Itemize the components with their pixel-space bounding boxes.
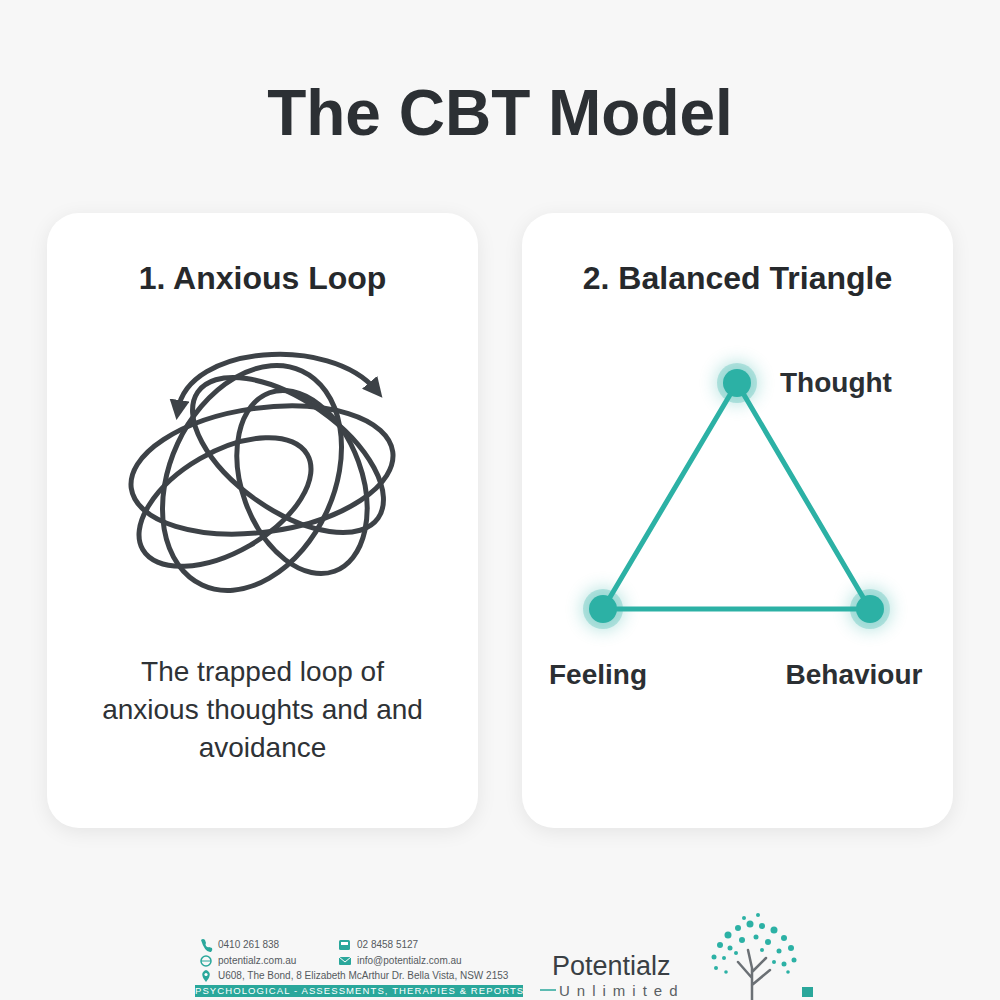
triangle-side bbox=[610, 395, 730, 597]
leaf-dot bbox=[724, 970, 728, 974]
leaf-dot bbox=[765, 939, 771, 945]
triangle-vertex: Thought bbox=[723, 369, 751, 397]
tree-logo bbox=[712, 913, 797, 1000]
contact-icons bbox=[201, 939, 351, 982]
postal-address: U608, The Bond, 8 Elizabeth McArthur Dr.… bbox=[218, 970, 508, 982]
leaf-dot bbox=[717, 942, 723, 948]
leaf-dot bbox=[777, 949, 782, 954]
leaf-dot bbox=[754, 935, 759, 940]
card-description: The trapped loop of anxious thoughts and… bbox=[95, 653, 430, 767]
vertex-label: Behaviour bbox=[786, 658, 923, 692]
phone-number: 0410 261 838 bbox=[218, 939, 279, 951]
vertex-label: Thought bbox=[780, 366, 892, 400]
diagram-title: The CBT Model bbox=[0, 78, 1000, 148]
phone-icon bbox=[201, 939, 212, 952]
mail-icon-flap bbox=[339, 957, 351, 962]
tree-trunk bbox=[738, 950, 770, 1000]
info-card: 2. Balanced TriangleThoughtFeelingBehavi… bbox=[522, 213, 953, 828]
location-pin-hole bbox=[204, 973, 207, 976]
leaf-dot bbox=[728, 946, 733, 951]
fax-icon bbox=[339, 940, 350, 950]
website: potentialz.com.au bbox=[218, 955, 296, 967]
info-card: 1. Anxious LoopThe trapped loop of anxio… bbox=[47, 213, 478, 828]
logo-square bbox=[802, 987, 813, 997]
leaf-dot bbox=[722, 956, 726, 960]
mail-icon bbox=[339, 957, 351, 965]
leaf-dot bbox=[782, 962, 787, 967]
brand-name: Potentialz bbox=[552, 950, 671, 982]
leaf-dot bbox=[742, 916, 746, 920]
triangle-side bbox=[617, 607, 856, 612]
loop-curve bbox=[213, 372, 391, 592]
loop-curve bbox=[128, 336, 376, 619]
triangle-vertex: Behaviour bbox=[856, 595, 884, 623]
leaf-dot bbox=[788, 945, 794, 951]
card-heading: 1. Anxious Loop bbox=[47, 258, 478, 298]
triangle-vertex: Feeling bbox=[589, 595, 617, 623]
leaf-dot bbox=[786, 970, 790, 974]
loop-arrow bbox=[178, 354, 376, 410]
vertex-label: Feeling bbox=[549, 658, 647, 692]
globe-icon-line bbox=[201, 961, 211, 962]
loop-curve bbox=[118, 411, 333, 593]
leaf-dot bbox=[714, 966, 718, 970]
triangle-side bbox=[744, 395, 863, 597]
leaf-dot bbox=[735, 925, 741, 931]
brand-subtitle: Unlimited bbox=[559, 982, 685, 1000]
leaf-dot bbox=[781, 935, 787, 941]
leaf-dot bbox=[747, 921, 754, 928]
loop-curve bbox=[166, 347, 409, 563]
tree-leaves bbox=[712, 913, 797, 974]
leaf-dot bbox=[739, 937, 745, 943]
leaf-dot bbox=[756, 913, 760, 917]
card-heading: 2. Balanced Triangle bbox=[522, 258, 953, 298]
tangled-loop-illustration bbox=[118, 336, 410, 619]
fax-number: 02 8458 5127 bbox=[357, 939, 418, 951]
leaf-dot bbox=[725, 932, 732, 939]
leaf-dot bbox=[772, 960, 776, 964]
globe-icon bbox=[201, 956, 211, 966]
leaf-dot bbox=[759, 923, 765, 929]
logo-rule bbox=[540, 989, 556, 991]
tagline: PSYCHOLOGICAL - ASSESSMENTS, THERAPIES &… bbox=[195, 985, 523, 997]
leaf-dot bbox=[734, 951, 738, 955]
leaf-dot bbox=[760, 948, 764, 952]
leaf-dot bbox=[792, 958, 797, 963]
leaf-dot bbox=[712, 955, 717, 960]
tagline-band bbox=[195, 985, 523, 997]
email-address: info@potentialz.com.au bbox=[357, 955, 462, 967]
location-pin-icon bbox=[202, 970, 210, 982]
fax-icon-slot bbox=[341, 942, 348, 945]
loop-curve bbox=[123, 390, 402, 550]
leaf-dot bbox=[771, 927, 778, 934]
